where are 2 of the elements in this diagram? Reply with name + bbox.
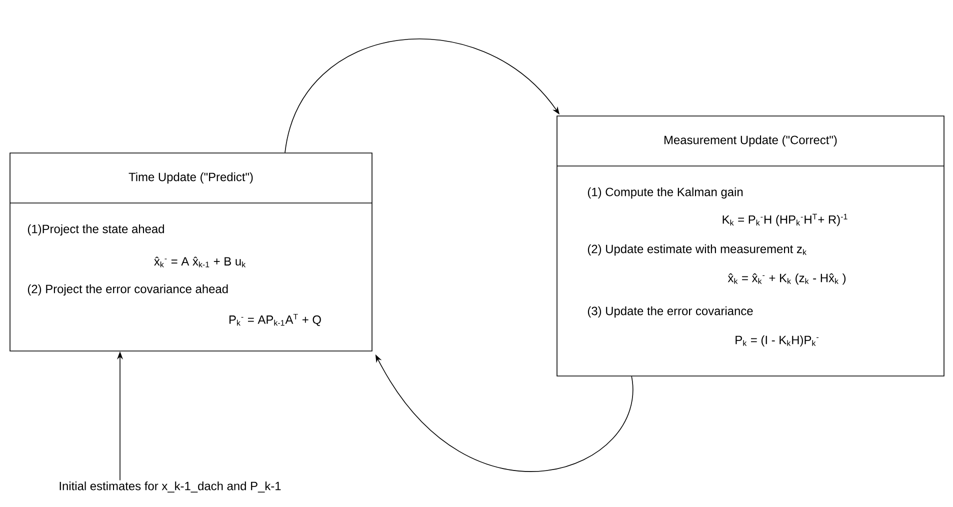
process-box: Time Update ("Predict") (1)Project the state ahead x̂$_{k}$$^{-}$ = A x̂$_{k-1}$ + B u$_{k}$ (2) Project the error covariance ahead P$_{k}$$^{-}$ = AP$_{k-1}$A$^{T}$ + Q [10,152,372,352]
annotation-text: Initial estimates for x_k-1_dach and P_k-1 [60,481,281,492]
